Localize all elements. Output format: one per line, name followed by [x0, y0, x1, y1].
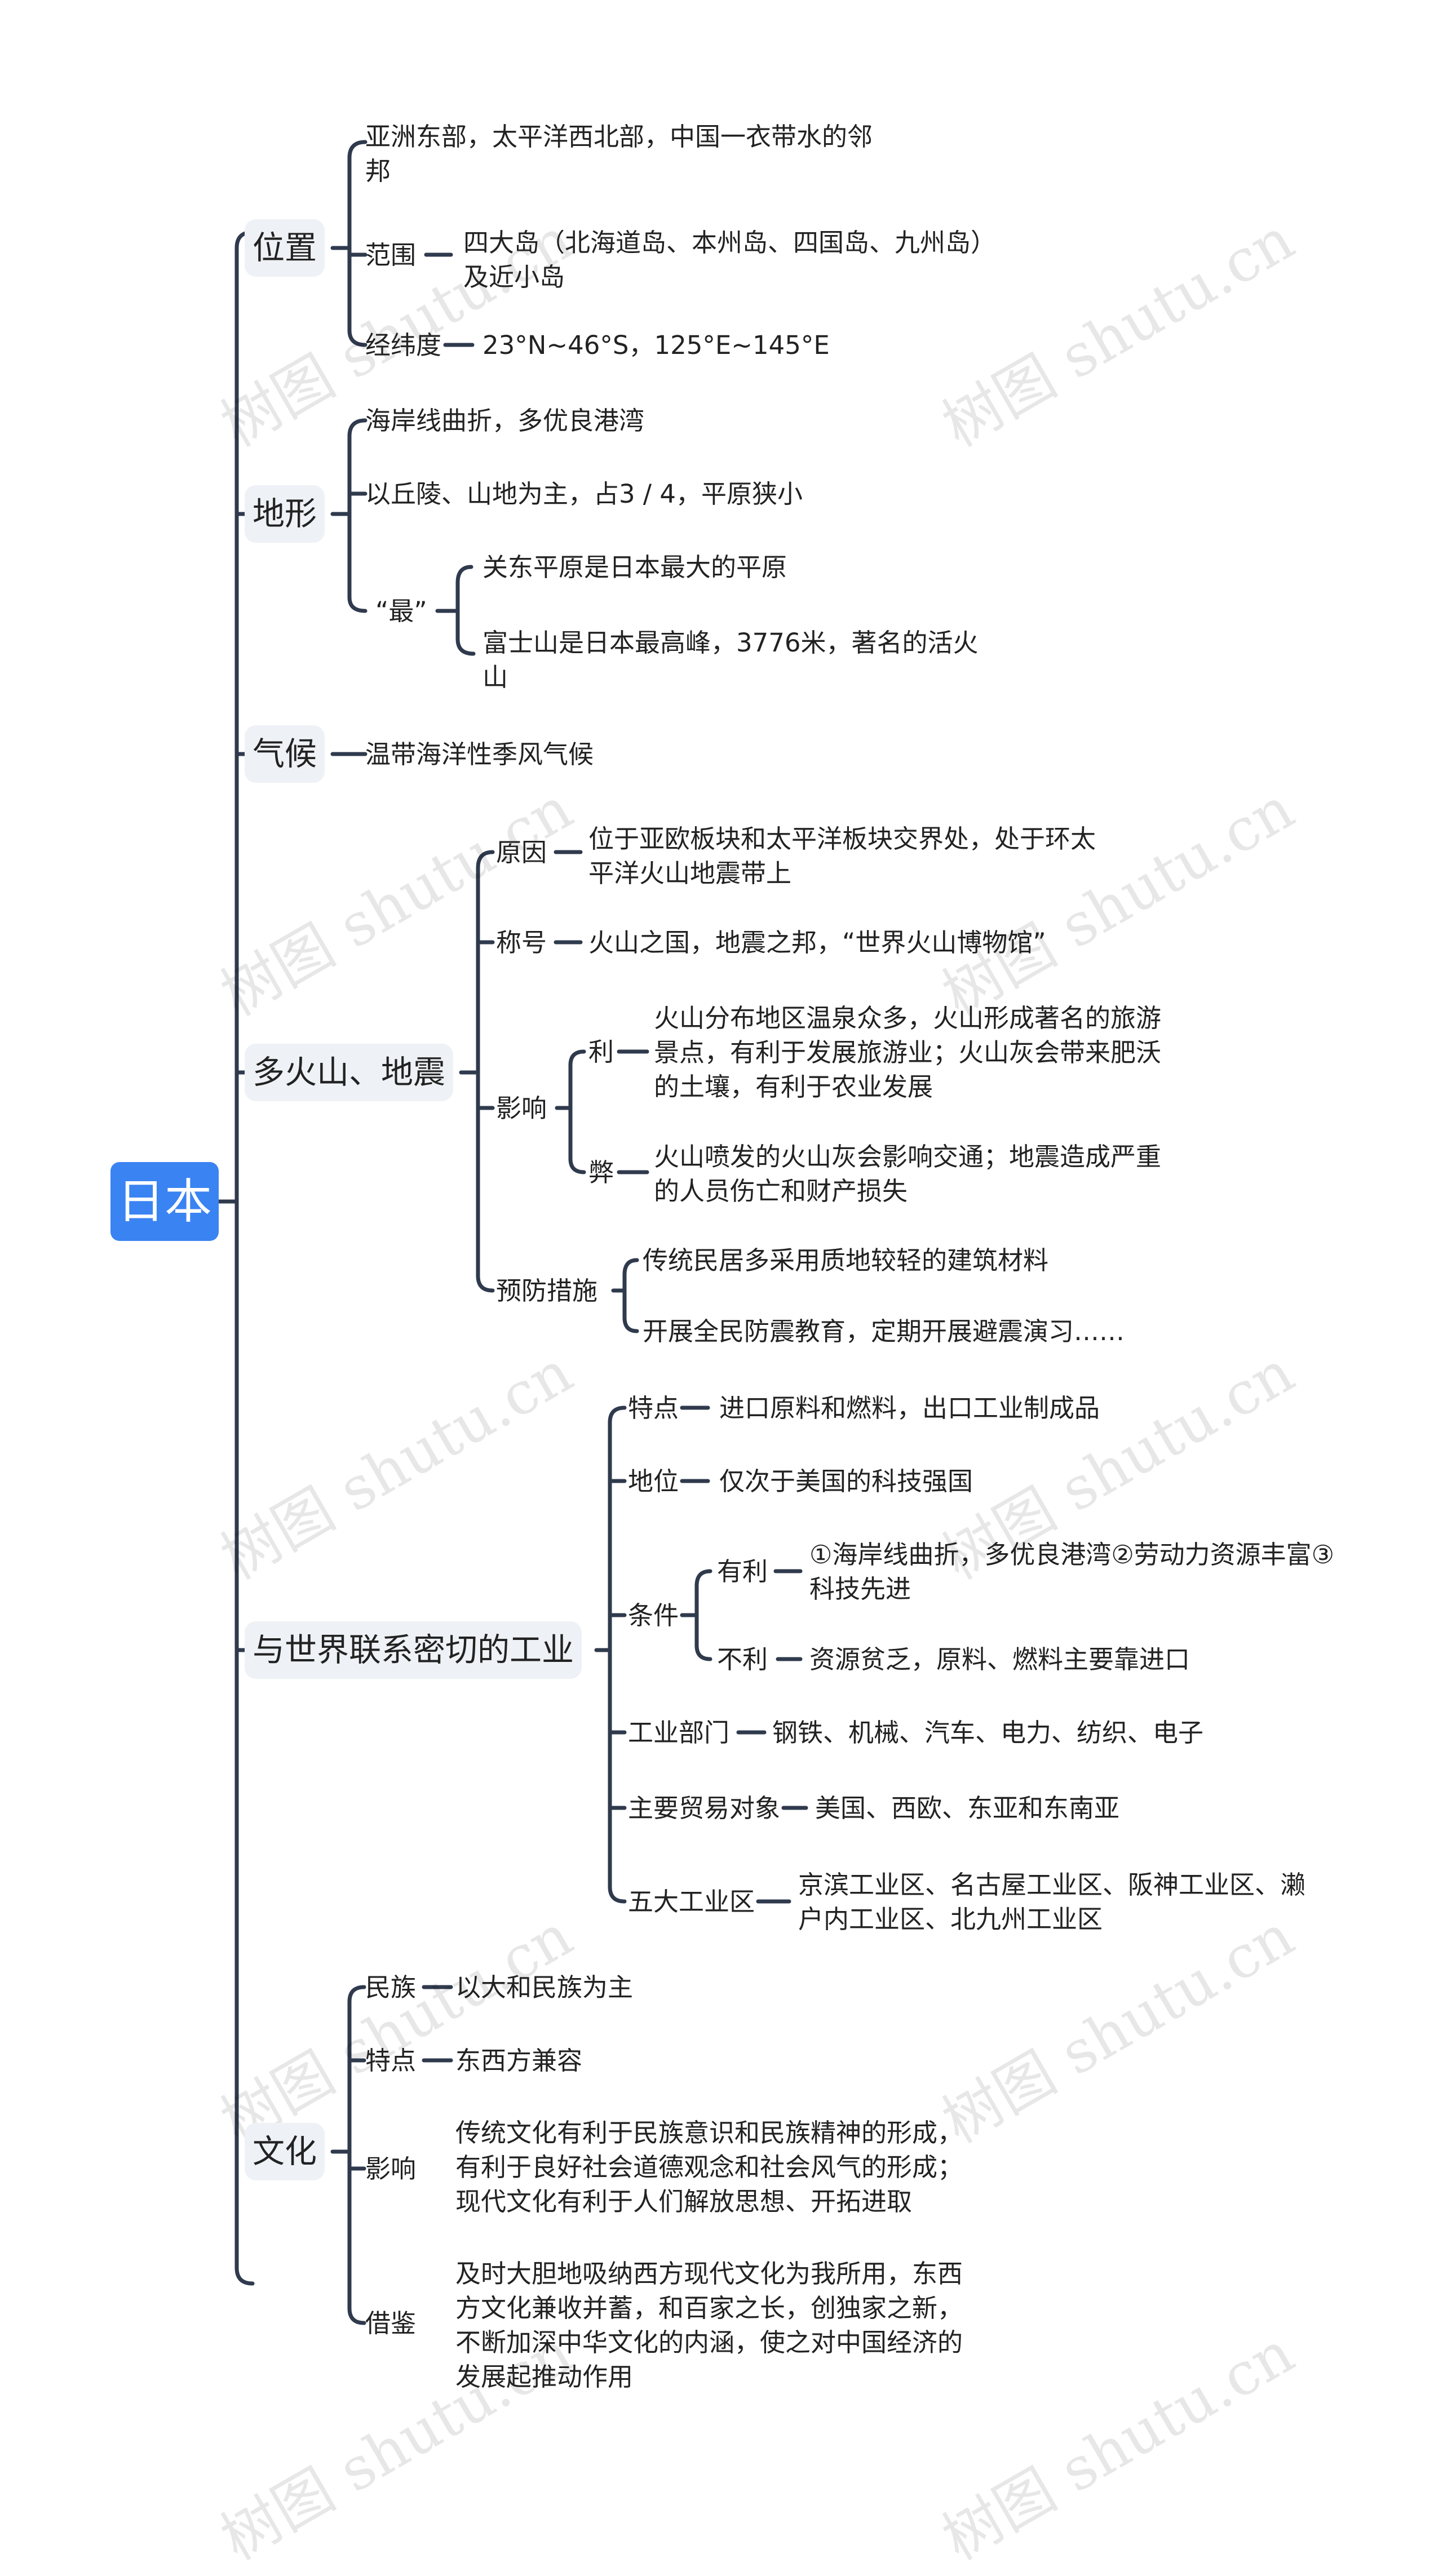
industry-adv-value[interactable]: ①海岸线曲折，多优良港湾②劳动力资源丰富③科技先进: [809, 1540, 1335, 1604]
topic-terrain[interactable]: 地形: [245, 485, 325, 543]
location-latlon-label[interactable]: 经纬度: [365, 330, 442, 360]
industry-zones-label[interactable]: 五大工业区: [628, 1887, 755, 1917]
topic-climate[interactable]: 气候: [245, 725, 325, 783]
root-node[interactable]: 日本: [110, 1162, 219, 1241]
topic-location[interactable]: 位置: [245, 219, 325, 277]
industry-adv-label[interactable]: 有利: [717, 1557, 768, 1586]
volcano-con-label[interactable]: 弊: [588, 1158, 614, 1187]
culture-learn-value[interactable]: 及时大胆地吸纳西方现代文化为我所用，东西方文化兼收并蓄，和百家之长，创独家之新，…: [455, 2259, 963, 2392]
culture-impact-value[interactable]: 传统文化有利于民族意识和民族精神的形成，有利于良好社会道德观念和社会风气的形成；…: [455, 2118, 963, 2216]
volcano-impact-label[interactable]: 影响: [496, 1093, 547, 1123]
industry-dis-label[interactable]: 不利: [717, 1644, 768, 1674]
industry-cond-label[interactable]: 条件: [628, 1600, 679, 1630]
industry-feature-label[interactable]: 特点: [628, 1393, 679, 1423]
culture-impact-label[interactable]: 影响: [365, 2154, 417, 2184]
culture-feature-value[interactable]: 东西方兼容: [455, 2046, 583, 2076]
volcano-cause-label[interactable]: 原因: [496, 837, 547, 867]
culture-learn-label[interactable]: 借鉴: [365, 2308, 417, 2338]
location-range-value[interactable]: 四大岛（北海道岛、本州岛、四国岛、九州岛）及近小岛: [463, 228, 984, 292]
industry-zones-value[interactable]: 京滨工业区、名古屋工业区、阪神工业区、濑户内工业区、北九州工业区: [798, 1870, 1306, 1934]
volcano-con-value[interactable]: 火山喷发的火山灰会影响交通；地震造成严重的人员伤亡和财产损失: [654, 1142, 1162, 1206]
topic-volcano[interactable]: 多火山、地震: [245, 1044, 453, 1101]
terrain-most-label[interactable]: “最”: [375, 596, 427, 626]
culture-feature-label[interactable]: 特点: [365, 2046, 417, 2076]
industry-sector-label[interactable]: 工业部门: [628, 1718, 730, 1748]
industry-feature-value[interactable]: 进口原料和燃料，出口工业制成品: [719, 1393, 1100, 1423]
topic-culture[interactable]: 文化: [245, 2123, 325, 2180]
volcano-prevent-label[interactable]: 预防措施: [496, 1276, 598, 1306]
terrain-hills[interactable]: 以丘陵、山地为主，占3 / 4，平原狭小: [365, 479, 803, 509]
terrain-coast[interactable]: 海岸线曲折，多优良港湾: [365, 406, 645, 436]
industry-sector-value[interactable]: 钢铁、机械、汽车、电力、纺织、电子: [772, 1718, 1204, 1748]
industry-status-label[interactable]: 地位: [628, 1466, 679, 1496]
climate-value[interactable]: 温带海洋性季风气候: [365, 739, 594, 769]
location-latlon-value[interactable]: 23°N~46°S，125°E~145°E: [483, 330, 830, 360]
volcano-pro-value[interactable]: 火山分布地区温泉众多，火山形成著名的旅游景点，有利于发展旅游业；火山灰会带来肥沃…: [654, 1003, 1162, 1102]
industry-trade-value[interactable]: 美国、西欧、东亚和东南亚: [815, 1793, 1120, 1823]
volcano-pro-label[interactable]: 利: [588, 1037, 614, 1067]
volcano-title-label[interactable]: 称号: [496, 928, 547, 957]
culture-ethnic-value[interactable]: 以大和民族为主: [455, 1972, 634, 2002]
industry-trade-label[interactable]: 主要贸易对象: [628, 1793, 781, 1823]
location-range-label[interactable]: 范围: [365, 240, 417, 270]
volcano-title-value[interactable]: 火山之国，地震之邦，“世界火山博物馆”: [588, 928, 1046, 957]
terrain-fuji[interactable]: 富士山是日本最高峰，3776米，著名的活火山: [483, 628, 979, 692]
volcano-prevent-1[interactable]: 传统民居多采用质地较轻的建筑材料: [643, 1245, 1049, 1275]
location-asia[interactable]: 亚洲东部，太平洋西北部，中国一衣带水的邻邦: [365, 122, 873, 186]
industry-dis-value[interactable]: 资源贫乏，原料、燃料主要靠进口: [809, 1644, 1190, 1674]
topic-industry[interactable]: 与世界联系密切的工业: [245, 1621, 582, 1679]
culture-ethnic-label[interactable]: 民族: [365, 1972, 417, 2002]
volcano-cause-value[interactable]: 位于亚欧板块和太平洋板块交界处，处于环太平洋火山地震带上: [588, 824, 1096, 888]
terrain-kanto[interactable]: 关东平原是日本最大的平原: [483, 552, 787, 582]
volcano-prevent-2[interactable]: 开展全民防震教育，定期开展避震演习……: [643, 1316, 1125, 1346]
industry-status-value[interactable]: 仅次于美国的科技强国: [719, 1466, 973, 1496]
